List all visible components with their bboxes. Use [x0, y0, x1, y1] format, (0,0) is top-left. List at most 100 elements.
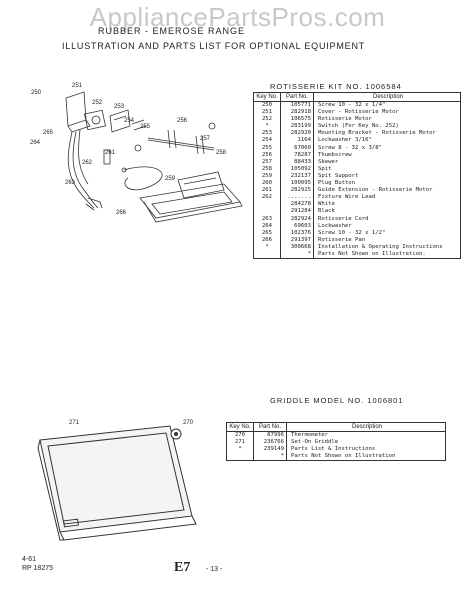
description-cell: Lockwasher 3/16"	[318, 137, 372, 144]
part-number-cell: 239149	[253, 446, 287, 454]
key-cell: 259	[254, 172, 281, 181]
part-number-cell: .......	[280, 194, 314, 202]
col-key-header: Key No.	[227, 423, 254, 432]
key-cell: *	[254, 123, 281, 131]
description-cell: Plug Button	[318, 180, 356, 187]
description-cell: Parts Not Shown on Illustration	[291, 453, 396, 460]
key-cell: 264	[254, 222, 281, 230]
table-row: 291284 Black	[254, 208, 460, 216]
description-cell: Spit Support	[318, 172, 359, 179]
part-number-cell: 282918	[280, 109, 314, 117]
callout-258: 258	[216, 150, 227, 156]
part-number-cell: 105771	[280, 101, 314, 110]
description-cell: Skewer	[318, 158, 339, 165]
part-number-cell: 291284	[280, 208, 314, 216]
callout-259: 259	[165, 176, 176, 182]
part-number-cell: 67060	[280, 144, 314, 152]
part-number-cell: 283199	[280, 123, 314, 131]
description-cell: Rotisserie Pan	[318, 236, 366, 243]
description-cell: Fixture Wire Lead	[318, 194, 376, 201]
part-number-cell: 300668	[280, 243, 314, 251]
key-cell	[254, 250, 281, 259]
description-cell: Installation & Operating Instructions	[318, 243, 443, 250]
part-number-cell: 232137	[280, 172, 314, 181]
part-number-cell: 1164	[280, 137, 314, 145]
description-cell: Screw 10 - 32 x 1/4"	[318, 102, 386, 108]
description-cell: White	[318, 201, 335, 208]
griddle-model-title: GRIDDLE MODEL NO. 1006801	[270, 396, 404, 405]
callout-252: 252	[92, 100, 103, 106]
key-cell: 257	[254, 158, 281, 166]
part-number-cell: 106575	[280, 116, 314, 124]
description-cell: Rotisserie Motor	[318, 116, 372, 123]
footer-code-2: RP 18275	[22, 565, 54, 572]
description-cell: Screw 10 - 32 x 1/2"	[318, 229, 386, 236]
part-number-cell: 284278	[280, 201, 314, 209]
part-number-cell: *	[280, 250, 314, 259]
description-cell: Lockwasher	[318, 222, 352, 229]
callout-264: 264	[30, 140, 41, 146]
col-desc-header: Description	[286, 423, 445, 432]
page-subtitle: ILLUSTRATION AND PARTS LIST FOR OPTIONAL…	[62, 41, 366, 51]
key-cell: 265	[254, 229, 281, 237]
table-row: 284278 White	[254, 201, 460, 209]
col-part-header: Part No.	[253, 423, 287, 432]
callout-261: 261	[105, 150, 116, 156]
description-cell: Set-On Griddle	[291, 439, 339, 446]
table-row: * Parts Not Shown on Illustration	[227, 453, 445, 461]
col-part-header: Part No.	[280, 93, 314, 102]
callout-265: 265	[43, 130, 54, 136]
callout-271: 271	[69, 420, 80, 426]
part-number-cell: 88433	[280, 158, 314, 166]
key-cell: 255	[254, 144, 281, 152]
description-cell: Thumbscrew	[318, 151, 352, 158]
description-cell: Cover - Rotisserie Motor	[318, 109, 399, 116]
description-cell: Spit	[318, 165, 332, 172]
description-cell: Thermometer	[291, 432, 329, 438]
part-number-cell: 291397	[280, 236, 314, 244]
key-cell: 252	[254, 116, 281, 124]
description-cell: Mounting Bracket - Rotisserie Motor	[318, 130, 436, 137]
callout-263: 263	[65, 180, 76, 186]
key-cell: 266	[254, 236, 281, 244]
rotisserie-illustration	[65, 91, 243, 223]
part-number-cell: *	[253, 453, 287, 461]
callout-250: 250	[31, 90, 42, 96]
callout-262: 262	[82, 160, 93, 166]
key-cell: 256	[254, 151, 281, 159]
key-cell: 262	[254, 194, 281, 202]
part-number-cell: 236766	[253, 439, 287, 447]
section-label: E7	[174, 560, 191, 575]
description-cell: Black	[318, 208, 335, 215]
rotisserie-kit-title: ROTISSERIE KIT NO. 1006584	[270, 82, 402, 91]
callout-253: 253	[114, 104, 125, 110]
footer-code-1: 4-61	[22, 556, 37, 563]
part-number-cell: 105092	[280, 165, 314, 173]
part-number-cell: 78287	[280, 151, 314, 159]
part-number-cell: 282920	[280, 130, 314, 138]
part-number-cell: 282925	[280, 187, 314, 195]
key-cell: 251	[254, 109, 281, 117]
key-cell: 253	[254, 130, 281, 138]
description-cell: Guide Extension - Rotisserie Motor	[318, 187, 433, 194]
griddle-illustration	[37, 425, 197, 541]
